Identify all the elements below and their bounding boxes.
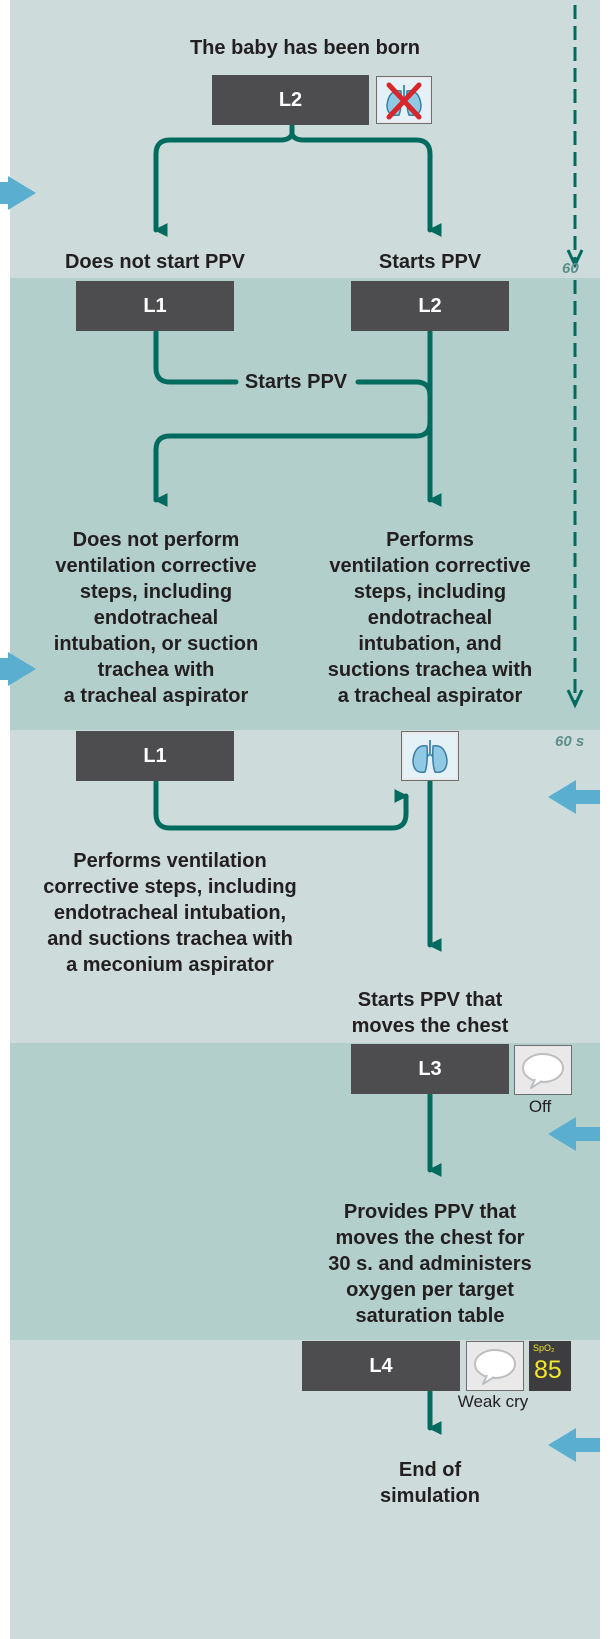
band-state-2 <box>10 278 600 730</box>
state-box-l2-b: L2 <box>351 281 509 331</box>
lungs-crossed-icon <box>376 76 432 124</box>
spo2-value: 85 <box>534 1356 562 1384</box>
label-meconium: Performs ventilation corrective steps, i… <box>43 850 297 976</box>
label-no-corrective: Does not perform ventilation corrective … <box>53 529 259 707</box>
label-corrective: Performs ventilation corrective steps, i… <box>327 529 533 707</box>
spo2-monitor: SpO₂ 85 <box>529 1341 571 1391</box>
label-end-simulation: End of simulation <box>379 1459 480 1507</box>
label-ppv-chest: Starts PPV that moves the chest <box>351 989 509 1037</box>
label-starts-ppv: Starts PPV <box>378 251 482 273</box>
state-box-l2-top: L2 <box>212 75 369 125</box>
speech-bubble-icon <box>514 1045 572 1095</box>
state-box-l1-a: L1 <box>76 281 234 331</box>
band-state-3 <box>10 730 600 1043</box>
label-starts-ppv-mid: Starts PPV <box>244 371 348 393</box>
spo2-label: SpO₂ <box>533 1343 555 1353</box>
label-provides-ppv: Provides PPV that moves the chest for 30… <box>328 1201 532 1327</box>
lungs-icon <box>401 731 459 781</box>
diagram-title: The baby has been born <box>189 37 421 59</box>
label-no-ppv: Does not start PPV <box>64 251 246 273</box>
timer-label-2: 60 s <box>555 733 585 750</box>
sound-label-weak-cry: Weak cry <box>457 1392 529 1411</box>
state-box-l4: L4 <box>302 1341 460 1391</box>
state-box-l1-c: L1 <box>76 731 234 781</box>
sound-label-off: Off <box>528 1097 552 1116</box>
speech-bubble-icon <box>466 1341 524 1391</box>
state-box-l3: L3 <box>351 1044 509 1094</box>
timer-label-1: 60 <box>562 260 579 277</box>
